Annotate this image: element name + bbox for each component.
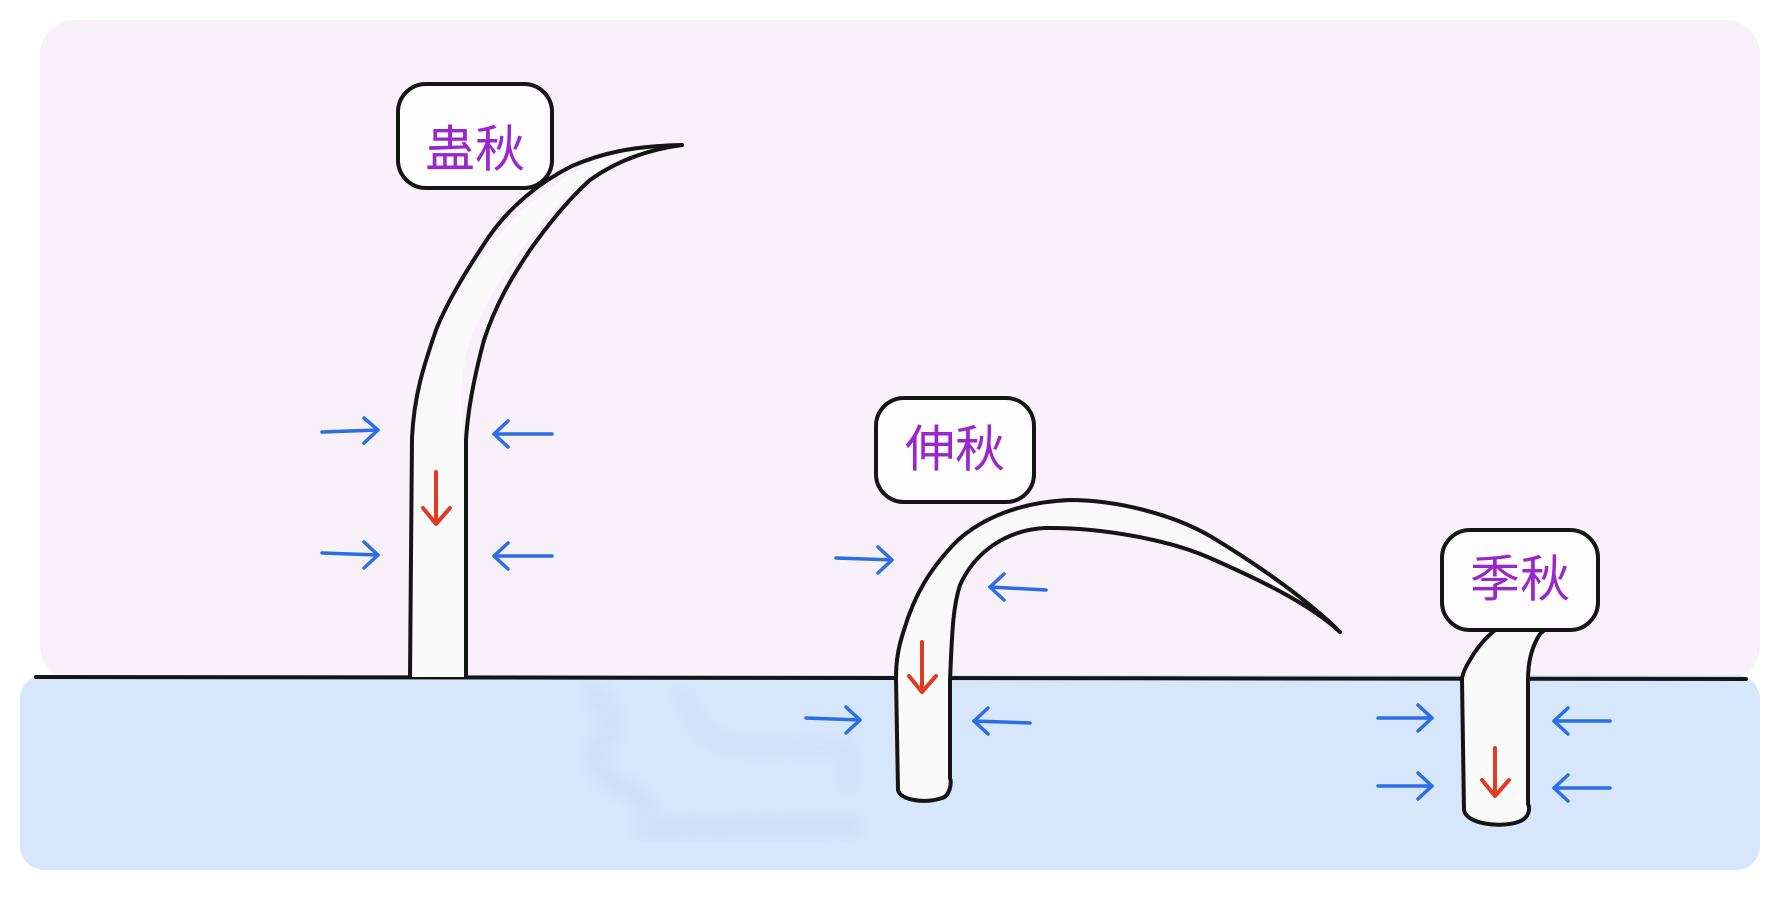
- right-pressure-arrow-left-lower: [1376, 771, 1434, 801]
- label-box-left: [396, 82, 554, 190]
- right-pressure-arrow-right-lower: [1552, 773, 1612, 803]
- label-box-middle: [874, 396, 1036, 504]
- left-plant: [408, 143, 684, 679]
- middle-pressure-arrow-left-upper: [834, 545, 894, 575]
- water-reflection-2: [675, 688, 853, 790]
- middle-pressure-arrow-left-lower: [804, 705, 862, 735]
- label-left: 蛊秋: [425, 121, 525, 179]
- middle-pressure-arrow-right-upper: [988, 572, 1048, 602]
- middle-pressure-arrow-right-lower: [972, 706, 1032, 736]
- right-down-arrow: [1480, 746, 1511, 798]
- label-box-right: [1440, 528, 1600, 632]
- left-pressure-arrow-left-upper: [320, 416, 380, 445]
- middle-down-arrow: [907, 640, 938, 694]
- middle-plant: [894, 498, 1342, 803]
- water-reflection: [585, 685, 861, 835]
- left-down-arrow: [421, 470, 452, 526]
- right-pressure-arrow-left-upper: [1376, 703, 1434, 733]
- left-pressure-arrow-right-upper: [492, 419, 554, 449]
- right-pressure-arrow-right-upper: [1552, 706, 1612, 736]
- left-pressure-arrow-right-lower: [492, 541, 554, 571]
- left-pressure-arrow-left-lower: [320, 540, 380, 570]
- label-middle: 伸秋: [905, 421, 1005, 479]
- label-right: 季秋: [1470, 551, 1570, 609]
- water-background: [20, 675, 1760, 870]
